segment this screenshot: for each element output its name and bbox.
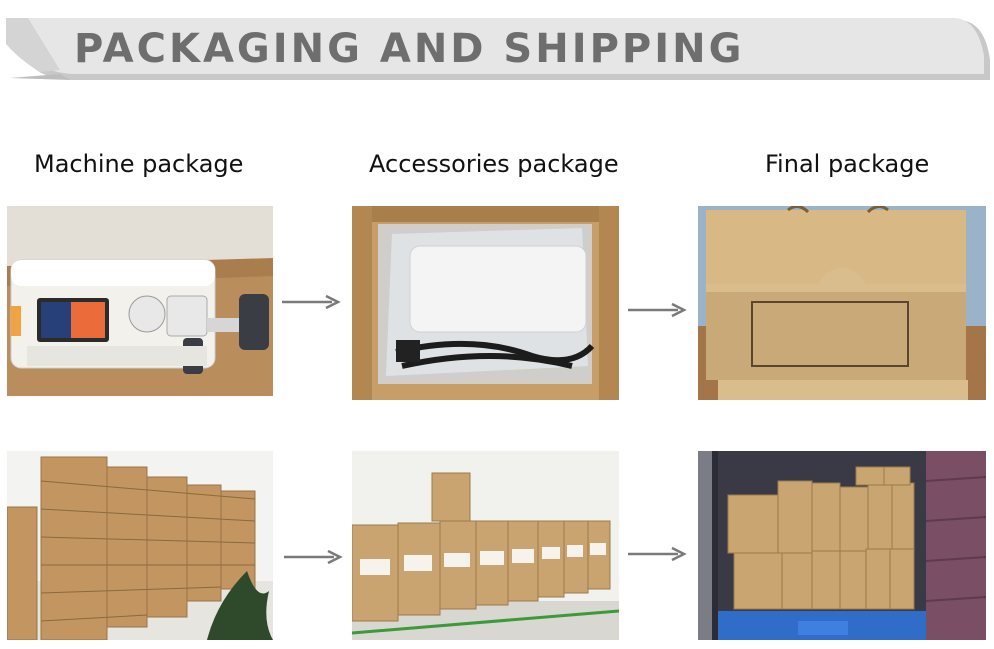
machine-photo (7, 206, 273, 396)
arrow-right-icon (282, 294, 341, 310)
caption-final-package: Final package (765, 150, 930, 178)
row-of-boxes-photo (352, 451, 619, 640)
caption-accessories-package: Accessories package (369, 150, 619, 178)
arrow-right-icon (628, 302, 687, 318)
arrow-right-icon (284, 549, 343, 565)
page-title: PACKAGING AND SHIPPING (74, 26, 745, 72)
accessories-photo (352, 206, 619, 400)
container-loading-photo (698, 451, 986, 640)
arrow-right-icon (628, 546, 687, 562)
final-package-photo (698, 206, 986, 400)
caption-machine-package: Machine package (34, 150, 244, 178)
header-banner: PACKAGING AND SHIPPING (0, 0, 994, 90)
warehouse-stacks-photo (7, 451, 273, 640)
